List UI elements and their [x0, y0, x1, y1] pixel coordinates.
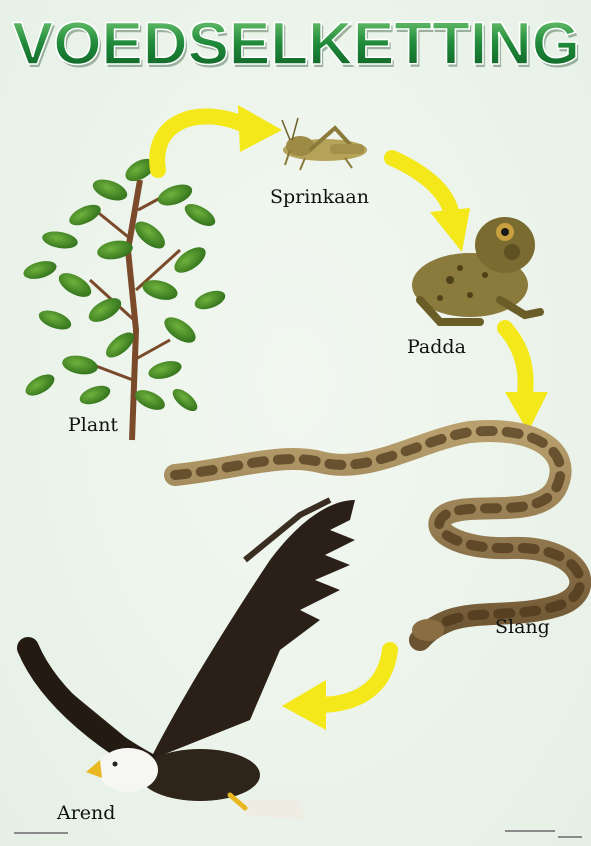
footer-line-left: [14, 832, 68, 834]
label-padda: Padda: [407, 336, 466, 358]
sprinkaan-illustration: [281, 117, 367, 171]
title-shadow: VOEDSELKETTING: [14, 13, 582, 80]
arrow-plant-to-sprinkaan: [149, 105, 282, 178]
arrow-sprinkaan-to-padda: [384, 150, 470, 252]
arend-illustration: [17, 497, 355, 820]
plant-illustration: [23, 158, 226, 441]
arrow-padda-to-slang: [497, 320, 548, 432]
title-text: VOEDSELKETTING: [12, 10, 580, 77]
poster-title: VOEDSELKETTING VOEDSELKETTING: [11, 9, 582, 80]
label-slang: Slang: [495, 616, 550, 638]
arrow-slang-to-arend: [282, 642, 398, 730]
slang-illustration: [164, 420, 591, 651]
label-sprinkaan: Sprinkaan: [270, 186, 369, 208]
footer-line-right-2: [558, 836, 582, 838]
label-plant: Plant: [68, 414, 119, 436]
footer-line-right-1: [505, 830, 555, 832]
label-arend: Arend: [57, 802, 116, 824]
padda-illustration: [412, 217, 544, 326]
